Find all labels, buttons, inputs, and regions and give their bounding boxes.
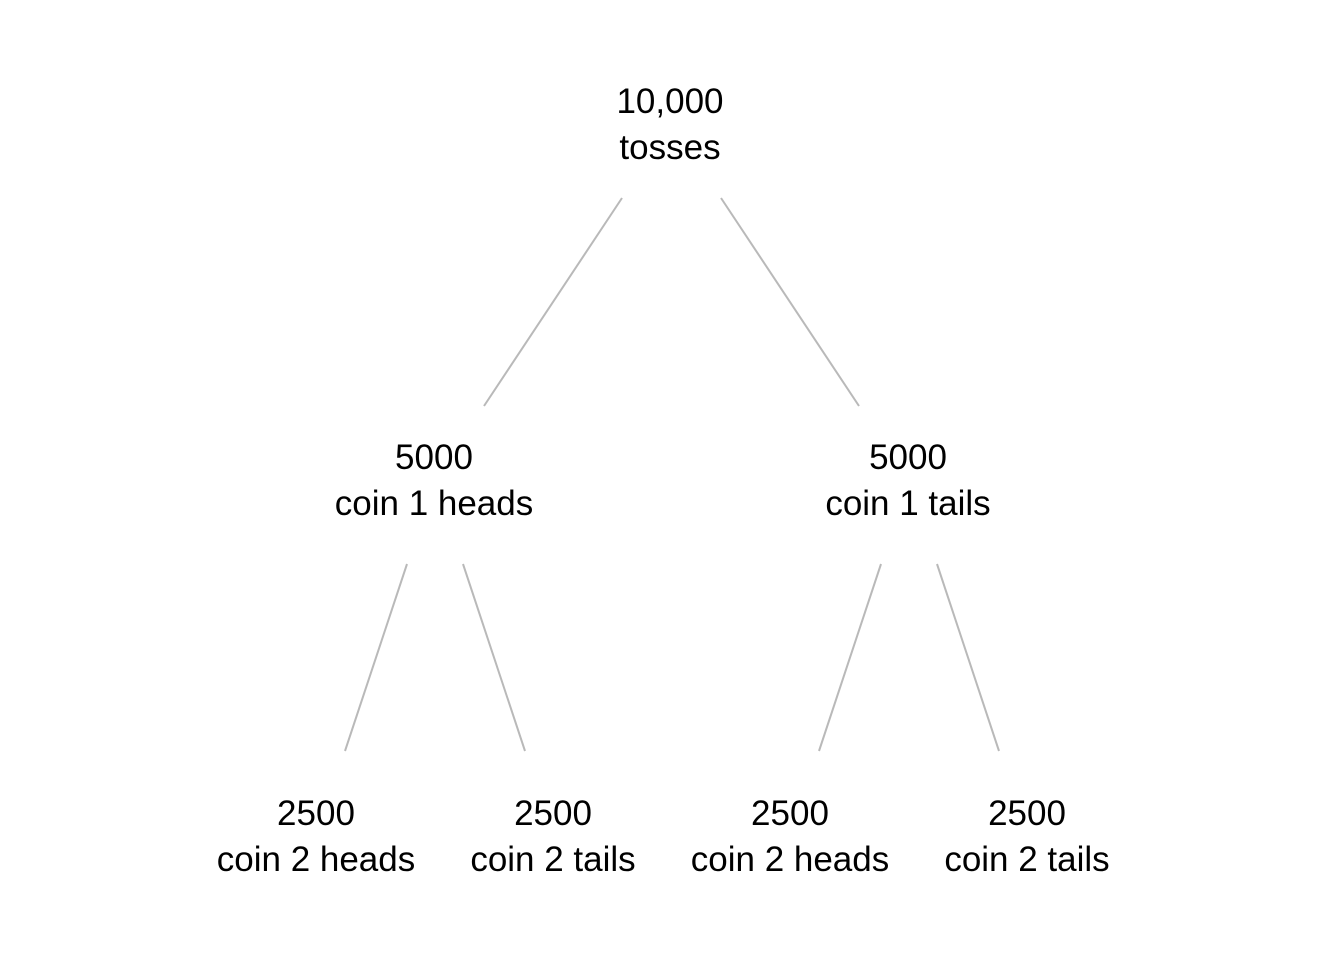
node-th-count: 2500: [751, 794, 829, 833]
node-hh-label: coin 2 heads: [216, 840, 416, 879]
node-tt-count: 2500: [988, 794, 1066, 833]
edge-root-to-heads: [483, 197, 623, 407]
node-hh: 2500 coin 2 heads: [217, 791, 415, 883]
edge-root-to-tails: [720, 197, 860, 407]
node-th: 2500 coin 2 heads: [691, 791, 889, 883]
node-coin1-heads-label: coin 1 heads: [334, 484, 534, 523]
node-coin1-tails: 5000 coin 1 tails: [825, 435, 990, 527]
node-coin1-heads-count: 5000: [395, 438, 473, 477]
node-coin1-heads: 5000 coin 1 heads: [335, 435, 533, 527]
node-ht: 2500 coin 2 tails: [470, 791, 635, 883]
node-root-label: tosses: [619, 128, 721, 167]
node-root-count: 10,000: [616, 82, 724, 121]
edge-heads-to-tails: [462, 563, 526, 752]
edge-tails-to-tails: [936, 563, 1000, 752]
node-tt: 2500 coin 2 tails: [944, 791, 1109, 883]
node-tt-label: coin 2 tails: [944, 840, 1110, 879]
node-ht-label: coin 2 tails: [470, 840, 636, 879]
node-th-label: coin 2 heads: [690, 840, 890, 879]
node-hh-count: 2500: [277, 794, 355, 833]
edge-tails-to-heads: [818, 563, 882, 752]
node-ht-count: 2500: [514, 794, 592, 833]
node-root: 10,000 tosses: [616, 79, 723, 171]
node-coin1-tails-label: coin 1 tails: [825, 484, 991, 523]
node-coin1-tails-count: 5000: [869, 438, 947, 477]
edge-heads-to-heads: [344, 563, 408, 752]
